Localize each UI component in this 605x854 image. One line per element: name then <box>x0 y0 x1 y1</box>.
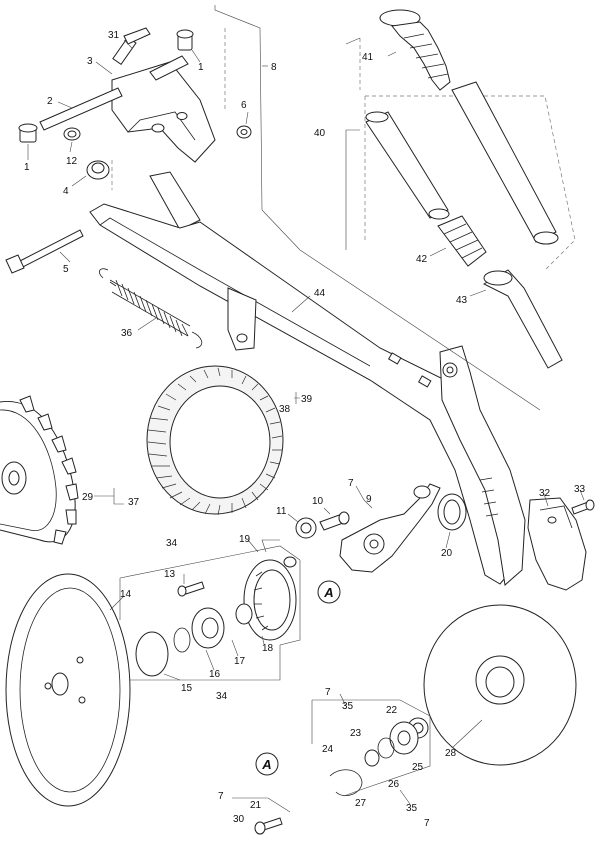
part-number: 7 <box>424 818 430 829</box>
part-number: 33 <box>574 484 586 495</box>
part-number: 3 <box>87 56 93 67</box>
part-number: 41 <box>362 52 374 63</box>
part-number: 29 <box>82 492 94 503</box>
part-number: 1 <box>24 162 30 173</box>
part-number: 44 <box>314 288 326 299</box>
part-number: 42 <box>416 254 428 265</box>
left-disc-blade <box>5 573 131 807</box>
part-number: 17 <box>234 656 246 667</box>
part-number: 26 <box>388 779 400 790</box>
part-number: 13 <box>164 569 176 580</box>
part-number: 24 <box>322 744 334 755</box>
part-number: 12 <box>66 156 78 167</box>
part-number: 40 <box>314 128 326 139</box>
part-number: 15 <box>181 683 193 694</box>
callout-a-label: A <box>323 585 333 600</box>
part-number: 7 <box>218 791 224 802</box>
part-number: 20 <box>441 548 453 559</box>
part-number: 21 <box>250 800 262 811</box>
part-numbers: 31 3 2 1 1 12 6 4 5 8 41 40 42 43 44 36 … <box>24 30 586 829</box>
part-number: 7 <box>348 478 354 489</box>
part-number: 16 <box>209 669 221 680</box>
part-number: 34 <box>216 691 228 702</box>
part-number: 28 <box>445 748 457 759</box>
part-number: 27 <box>355 798 367 809</box>
pivot-bracket-assembly <box>18 27 252 190</box>
part-number: 22 <box>386 705 398 716</box>
right-disc-blade <box>423 604 577 766</box>
crown-gear <box>146 365 284 516</box>
part-number: 6 <box>241 100 247 111</box>
part-number: 14 <box>120 589 132 600</box>
callout-a-upper: A <box>317 580 341 604</box>
part-number: 18 <box>262 643 274 654</box>
part-number: 9 <box>366 494 372 505</box>
tension-spring <box>99 268 203 349</box>
part-number: 7 <box>325 687 331 698</box>
part-number: 19 <box>239 534 251 545</box>
part-number: 1 <box>198 62 204 73</box>
part-number: 10 <box>312 496 324 507</box>
part-number: 5 <box>63 264 69 275</box>
part-number: 35 <box>406 803 418 814</box>
seed-tube-assembly <box>345 9 576 369</box>
main-frame-arm <box>89 5 541 586</box>
part-number: 38 <box>279 404 291 415</box>
part-number: 35 <box>342 701 354 712</box>
part-number: 34 <box>166 538 178 549</box>
part-number: 2 <box>47 96 53 107</box>
part-number: 37 <box>128 497 140 508</box>
part-number: 4 <box>63 186 69 197</box>
bottom-bolt <box>232 797 291 835</box>
hub-assembly <box>119 483 467 681</box>
callout-a-label: A <box>261 757 271 772</box>
part-number: 36 <box>121 328 133 339</box>
part-number: 23 <box>350 728 362 739</box>
bearing-set <box>311 693 431 805</box>
part-number: 8 <box>271 62 277 73</box>
part-number: 43 <box>456 295 468 306</box>
part-number: 32 <box>539 488 551 499</box>
leader-lines <box>27 39 585 749</box>
callout-a-lower: A <box>255 752 279 776</box>
part-number: 31 <box>108 30 120 41</box>
spiked-closing-wheel <box>0 395 79 545</box>
part-number: 39 <box>301 394 313 405</box>
part-number: 11 <box>276 506 287 517</box>
long-bolt <box>5 229 84 274</box>
part-number: 25 <box>412 762 424 773</box>
part-number: 30 <box>233 814 245 825</box>
scraper-blade <box>527 497 595 591</box>
